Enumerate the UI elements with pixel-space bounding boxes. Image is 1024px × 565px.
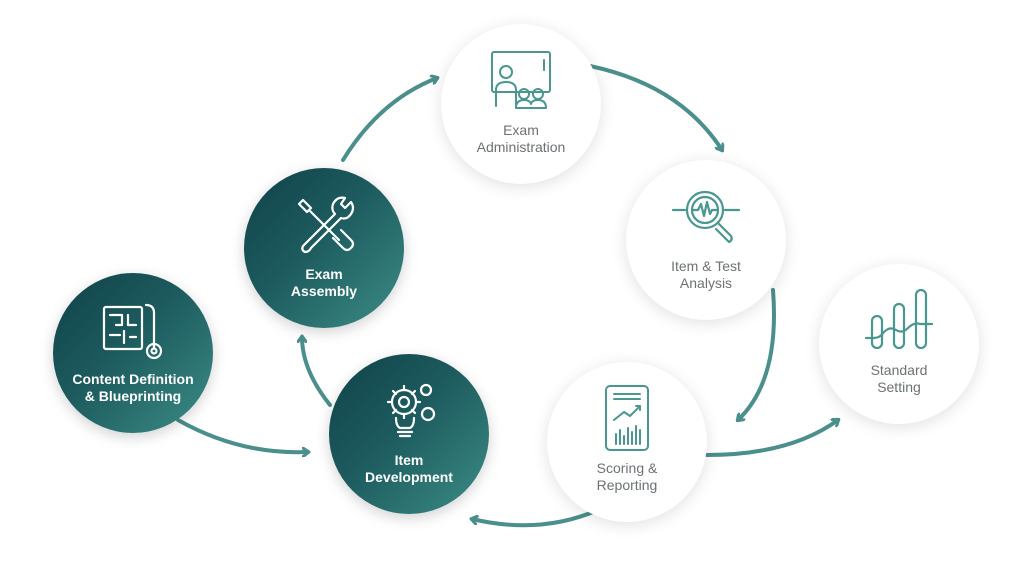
arrow-scoring-to-item-dev xyxy=(472,508,600,528)
magnifier-waveform-icon xyxy=(671,190,741,244)
content-definition-line1: Content Definition xyxy=(72,371,194,387)
exam-assembly-line2: Assembly xyxy=(290,283,358,299)
exam-administration-line2: Administration xyxy=(476,139,566,155)
node-item-development: Item Development xyxy=(329,354,489,514)
content-definition-line2: & Blueprinting xyxy=(84,388,182,404)
arrow-analysis-to-scoring xyxy=(738,288,776,420)
item-development-line1: Item xyxy=(394,452,424,468)
tools-icon xyxy=(297,196,355,254)
arrow-scoring-to-standard xyxy=(705,420,838,457)
exam-assembly-line1: Exam xyxy=(305,266,343,282)
scoring-reporting-line2: Reporting xyxy=(596,477,658,493)
standard-setting-line1: Standard xyxy=(870,362,928,378)
bar-threshold-icon xyxy=(864,288,934,350)
node-standard-setting: Standard Setting xyxy=(819,264,979,424)
arrow-assembly-to-administration xyxy=(341,78,437,162)
exam-administration-line1: Exam xyxy=(503,122,539,138)
scoring-reporting-line1: Scoring & xyxy=(596,460,658,476)
report-chart-icon xyxy=(605,385,649,451)
gears-lightbulb-icon xyxy=(386,383,436,438)
node-item-test-analysis: Item & Test Analysis xyxy=(626,160,786,320)
item-test-analysis-line1: Item & Test xyxy=(671,258,741,274)
arrow-administration-to-analysis xyxy=(588,64,722,150)
standard-setting-line2: Setting xyxy=(877,379,921,395)
node-exam-administration: Exam Administration xyxy=(441,24,601,184)
blueprint-icon xyxy=(102,303,163,360)
classroom-icon xyxy=(491,51,551,109)
arrow-item-dev-to-assembly xyxy=(302,337,332,407)
node-content-definition: Content Definition & Blueprinting xyxy=(53,273,213,433)
arrow-content-to-item-dev xyxy=(176,418,308,452)
item-test-analysis-line2: Analysis xyxy=(679,275,733,291)
node-scoring-reporting: Scoring & Reporting xyxy=(547,362,707,522)
node-exam-assembly: Exam Assembly xyxy=(244,168,404,328)
item-development-line2: Development xyxy=(365,469,453,485)
